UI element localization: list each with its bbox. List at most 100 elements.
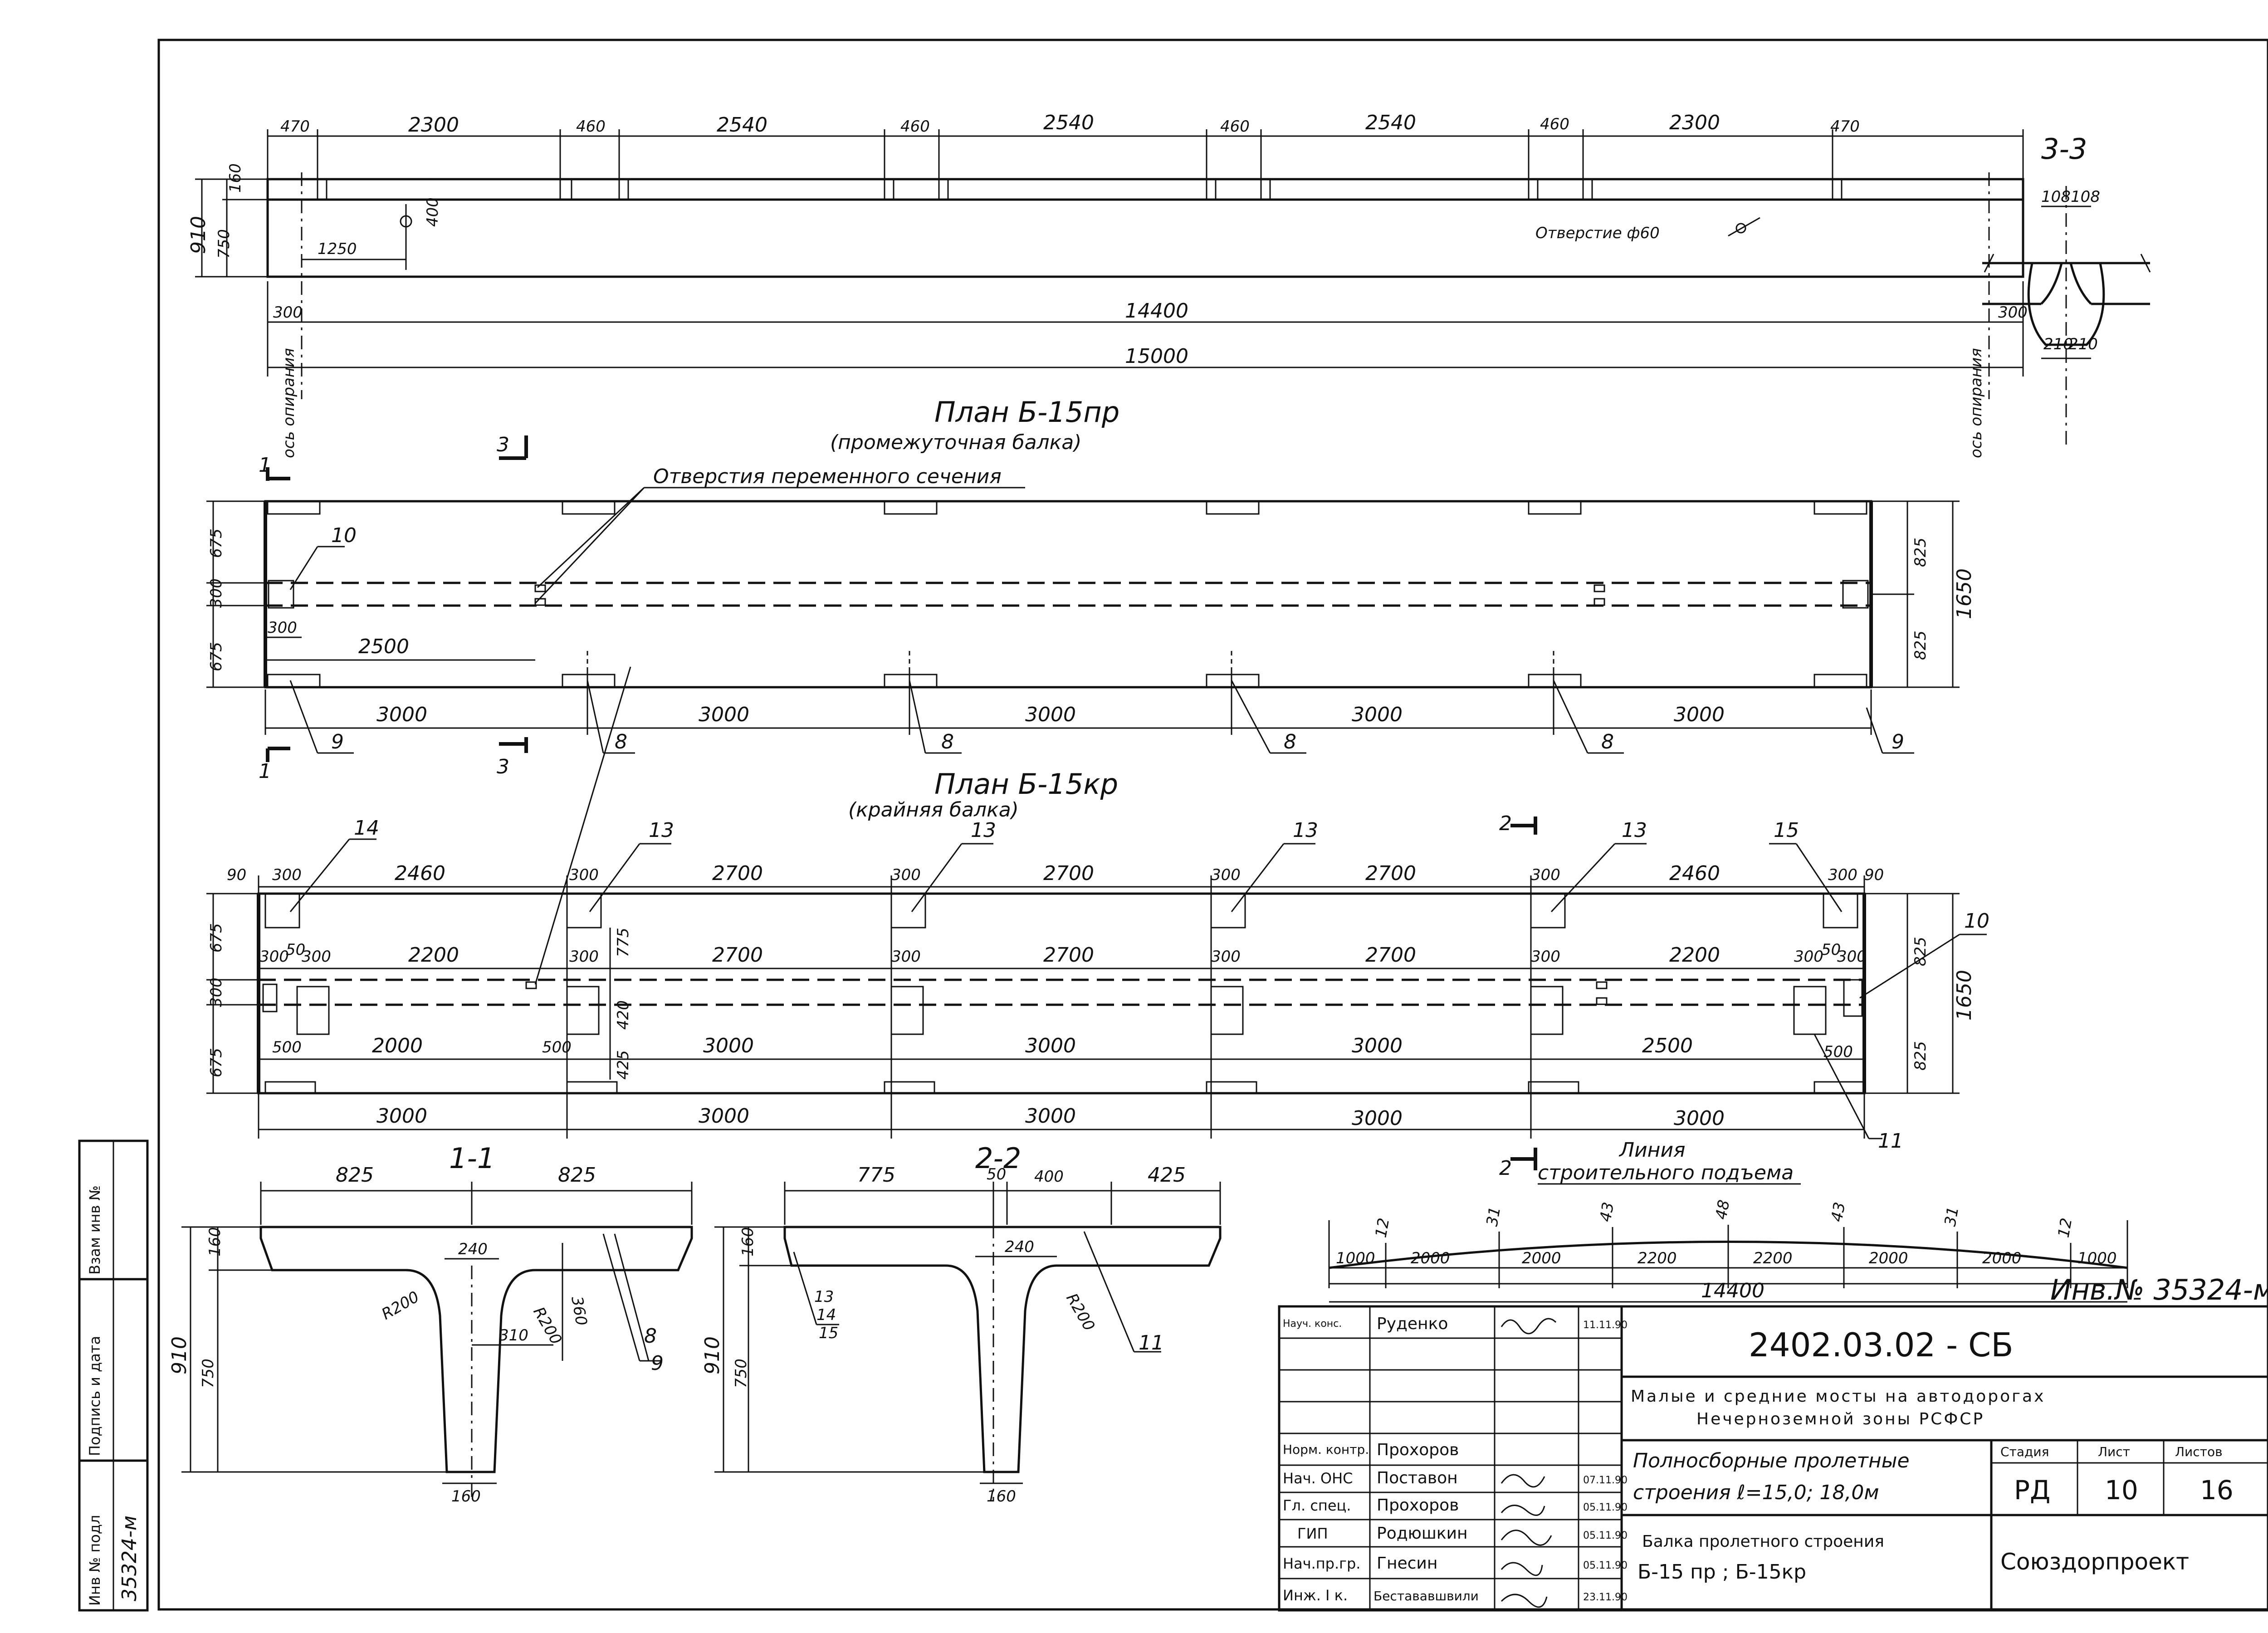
- plan2-beam: [206, 666, 1987, 1170]
- side-label-inv: Инв № подл: [86, 1515, 103, 1606]
- s11-radius-right: R200: [529, 1304, 565, 1348]
- tb-date-3: 07.11.90: [1583, 1475, 1628, 1486]
- plan2-top-dim-9: 2700: [1365, 862, 1416, 885]
- plan2-callout-13-c: 13: [1293, 819, 1318, 842]
- plan2-top-dim-3: 2460: [395, 862, 445, 885]
- tb-role-3: Нач. ОНС: [1283, 1470, 1353, 1487]
- plan2-right-dim-total: 1650: [1953, 970, 1976, 1021]
- elev-dim-11: 470: [1830, 117, 1860, 136]
- tb-role-6: Нач.пр.гр.: [1283, 1555, 1360, 1572]
- plan2-bottom-dim-4: 3000: [1352, 1107, 1403, 1130]
- plan1-callout-8-a: 8: [615, 730, 627, 753]
- plan1-right-dim-2: 825: [1911, 631, 1930, 660]
- plan2-low-dim-3: 500: [542, 1038, 572, 1056]
- plan2-bottom-dim-2: 3000: [699, 1105, 749, 1128]
- plan1-subtitle: (промежуточная балка): [830, 431, 1081, 454]
- elev-dim-total: 15000: [1125, 345, 1188, 368]
- part-line-1: Балка пролетного строения: [1642, 1532, 1884, 1551]
- tb-name-1: Руденко: [1377, 1315, 1448, 1333]
- camber-ord-1: 12: [1372, 1217, 1393, 1239]
- plan2-outline: [257, 892, 1866, 1095]
- tb-role-2: Норм. контр.: [1283, 1442, 1369, 1457]
- tb-name-4: Прохоров: [1377, 1496, 1459, 1515]
- s22-dim-3: 400: [1034, 1168, 1064, 1186]
- camber-subtitle: строительного подъема: [1538, 1161, 1794, 1184]
- plan1-bottom-dim-5: 3000: [1674, 703, 1725, 726]
- plan2-mid-dim-5: 300: [569, 948, 599, 966]
- organization: Союздорпроект: [2000, 1549, 2189, 1575]
- plan2-top-dim-5: 2700: [712, 862, 763, 885]
- plan2-mid-dim-4: 2200: [408, 944, 459, 967]
- elev-dim-2: 2300: [408, 113, 459, 137]
- plan2-right-dim-1: 825: [1911, 937, 1930, 966]
- plan1-bottom-dim-3: 3000: [1025, 703, 1076, 726]
- plan2-top-dim-1: 90: [227, 866, 246, 884]
- tb-name-7: Бестававшвили: [1374, 1589, 1479, 1604]
- plan2-top-dim-2: 300: [272, 866, 302, 884]
- s11-dim-360: 360: [567, 1295, 591, 1327]
- elev-dim-6: 2540: [1043, 111, 1094, 134]
- camber-seg-7: 2000: [1982, 1249, 2022, 1267]
- section-mark-2-bottom: 2: [1499, 1157, 1512, 1180]
- plan2-left-dim-3: 675: [207, 1048, 225, 1077]
- section-1-1-title: 1-1: [449, 1142, 495, 1175]
- plan2-low-dim-4: 3000: [703, 1034, 754, 1057]
- elev-dim-height: 910: [187, 216, 210, 254]
- s22-radius: R200: [1062, 1291, 1098, 1335]
- side-label-signature: Подпись и дата: [86, 1336, 103, 1456]
- tb-name-5: Родюшкин: [1377, 1524, 1468, 1543]
- plan2-low-dim-7: 2500: [1642, 1034, 1693, 1057]
- sheets-value: 16: [2200, 1475, 2234, 1506]
- plan2-mid-dim-7: 300: [891, 948, 921, 966]
- section-2-2-title: 2-2: [975, 1142, 1021, 1175]
- elev-dim-web: 750: [215, 229, 233, 259]
- part-line-2: Б-15 пр ; Б-15кр: [1637, 1560, 1806, 1584]
- plan2-callout-10: 10: [1964, 909, 1989, 933]
- plan1-left-dim-1: 675: [207, 528, 225, 558]
- plan2-bottom-dim-5: 3000: [1674, 1107, 1725, 1130]
- elev-dim-5: 460: [900, 117, 930, 136]
- plan2-callout-14: 14: [354, 816, 379, 840]
- plan1-bottom-dim-4: 3000: [1352, 703, 1403, 726]
- camber-total: 14400: [1701, 1279, 1765, 1302]
- plan2-callout-15: 15: [1774, 819, 1799, 842]
- section-mark-1-bottom: 1: [259, 760, 271, 783]
- camber-title: Линия: [1618, 1139, 1686, 1162]
- tb-role-1: Науч. конс.: [1283, 1318, 1342, 1330]
- s33-dim-2: 108: [2071, 188, 2100, 206]
- plan2-mid-dim-1: 300: [259, 948, 289, 966]
- plan1-callout-8-b: 8: [941, 730, 954, 753]
- plan1-dim-2500: 2500: [358, 635, 409, 658]
- s22-callout-13: 13: [814, 1288, 834, 1306]
- plan2-mid-dim-14: 50: [1821, 941, 1841, 959]
- plan2-top-dim-12: 300: [1828, 866, 1857, 884]
- axis-label-right: ось опирания: [1967, 348, 1985, 458]
- plan1-bottom-dim-2: 3000: [699, 703, 749, 726]
- plan2-callout-13-a: 13: [649, 819, 674, 842]
- tb-name-2: Прохоров: [1377, 1441, 1459, 1459]
- plan2-bottom-dim-3: 3000: [1025, 1105, 1076, 1128]
- camber-seg-3: 2000: [1522, 1249, 1561, 1267]
- plan1-callout-9-right: 9: [1892, 730, 1904, 753]
- plan2-bottom-dim-1: 3000: [376, 1105, 427, 1128]
- tb-role-4: Гл. спец.: [1283, 1497, 1351, 1514]
- section-mark-3-bottom: 3: [497, 755, 509, 778]
- plan1-bottom-dim-1: 3000: [376, 703, 427, 726]
- plan2-mid-dim-13: 300: [1794, 948, 1823, 966]
- elev-dim-10: 2300: [1669, 111, 1720, 134]
- project-line-2: Нечерноземной зоны РСФСР: [1696, 1410, 1984, 1428]
- plan2-top-dim-13: 90: [1864, 866, 1884, 884]
- plan2-left-dim-1: 675: [207, 923, 225, 953]
- camber-ord-6: 31: [1941, 1205, 1962, 1228]
- plan2-right-dim-2: 825: [1911, 1041, 1930, 1071]
- plan1-beam: [206, 435, 1960, 762]
- plan1-title: План Б-15пр: [934, 396, 1119, 429]
- plan2-mid-dim-12: 2200: [1669, 944, 1720, 967]
- camber-line: [1328, 1220, 2128, 1303]
- section-mark-2-top: 2: [1499, 812, 1512, 835]
- s11-dim-160: 160: [206, 1227, 224, 1257]
- elev-dim-span: 14400: [1125, 299, 1188, 323]
- camber-seg-2: 2000: [1411, 1249, 1450, 1267]
- tb-date-6: 05.11.90: [1583, 1560, 1628, 1571]
